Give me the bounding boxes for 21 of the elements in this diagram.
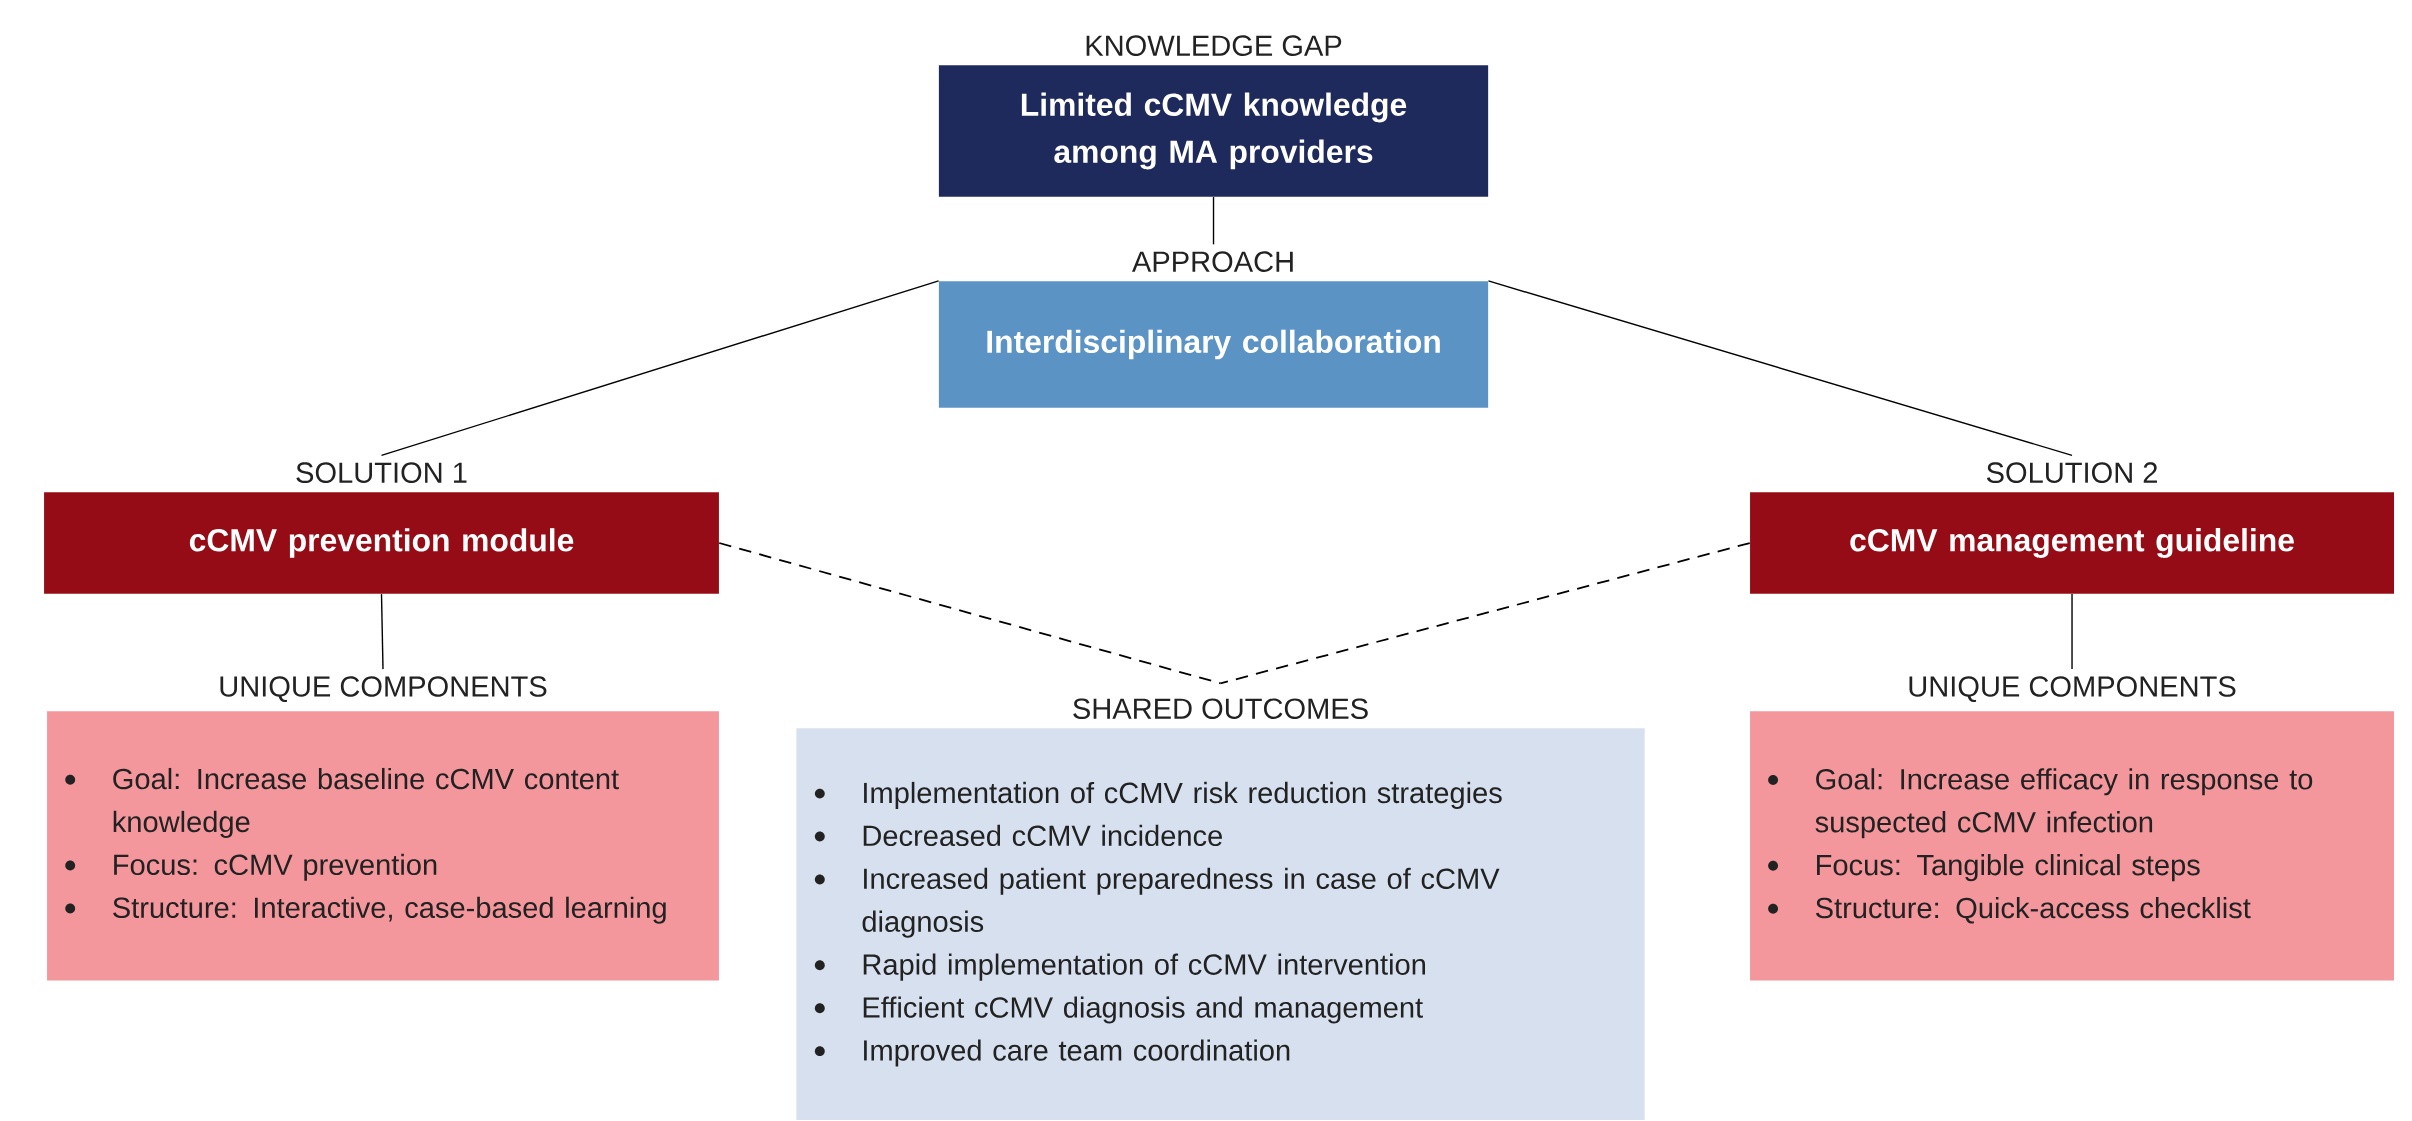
bullet-list-box: Implementation of cCMV risk reduction strategies Decreased cCMV incidence Increased patient preparedness in case of cCMV diagnosis Rapid implementation of cCMV intervention Efficient cCMV diagnosis and management Improved care team coordination [796,728,1645,1121]
heading: UNIQUE COMPONENTS [1909,676,2236,702]
title-box: Limited cCMV knowledge among MA providers [938,65,1489,197]
heading: SOLUTION 1 [296,462,467,483]
heading: SHARED OUTCOMES [1073,698,1368,719]
connector-line [2071,593,2073,670]
connector-line [1212,196,1215,245]
heading: APPROACH [1132,251,1293,272]
bullet-list-box: Goal: Increase efficacy in response to suspected cCMV infection Focus: Tangible clinical steps Structure: Quick-access checklist [1750,711,2394,981]
connector-line [1219,542,1751,685]
title-box: cCMV management guideline [1750,492,2394,594]
connector-line [1487,280,2073,456]
connector-line [718,542,1222,685]
heading: UNIQUE COMPONENTS [220,676,547,702]
connector-line [380,593,384,670]
connector-line [380,280,940,456]
heading: KNOWLEDGE GAP [1086,35,1342,56]
bullet-list-box: Goal: Increase baseline cCMV content knowledge Focus: cCMV prevention Structure: Interactive, case-based learning [47,711,719,981]
heading: SOLUTION 2 [1986,462,2157,483]
title-box: Interdisciplinary collaboration [938,281,1489,408]
title-box: cCMV prevention module [44,492,719,594]
